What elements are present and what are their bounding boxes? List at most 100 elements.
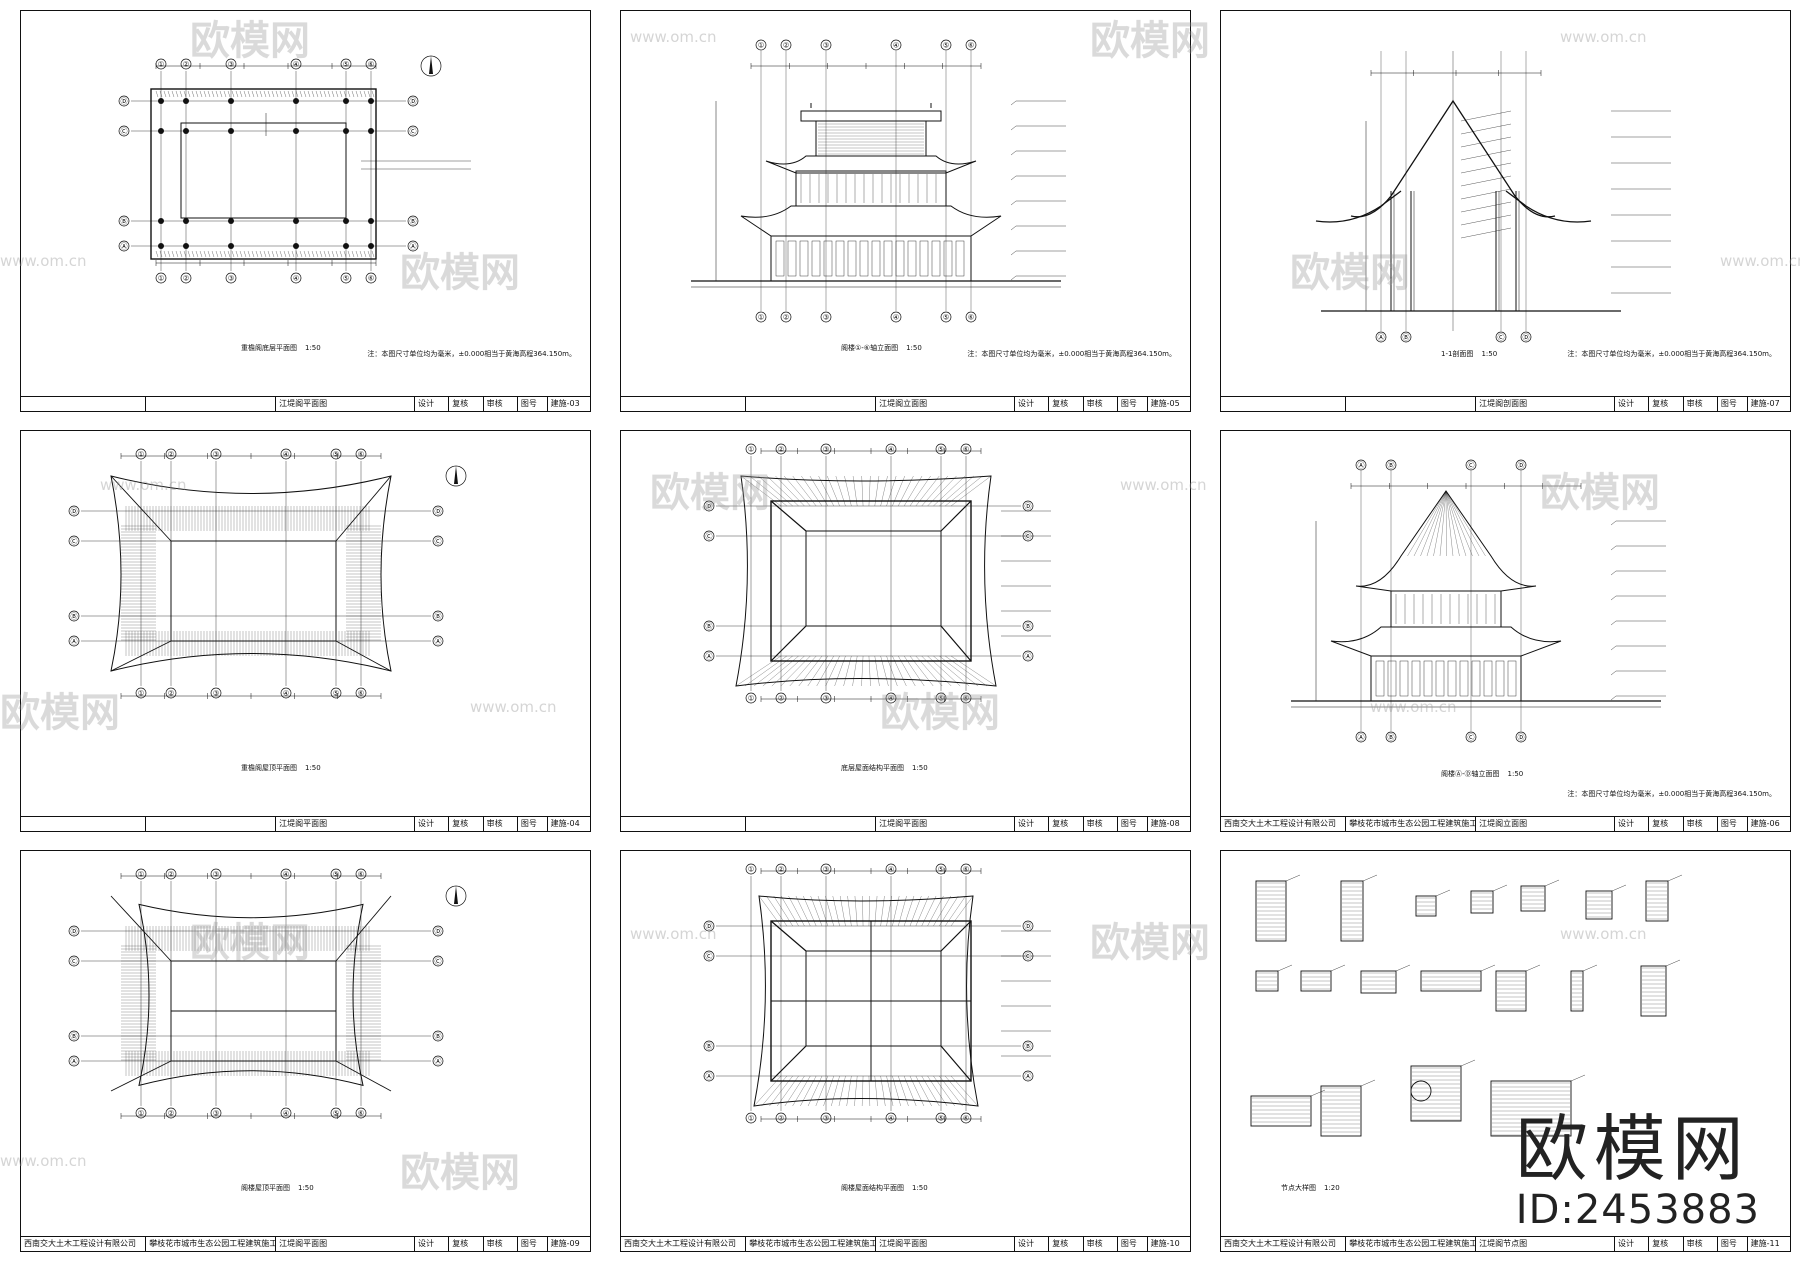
title-block-project — [1345, 397, 1475, 411]
svg-text:Ⓓ: Ⓓ — [121, 98, 128, 106]
svg-text:①: ① — [138, 451, 144, 459]
svg-text:Ⓑ: Ⓑ — [1388, 462, 1395, 470]
svg-text:Ⓓ: Ⓓ — [435, 508, 442, 516]
drawing-note: 注：本图尺寸单位均为毫米，±0.000相当于黄海高程364.150m。 — [367, 350, 576, 358]
svg-text:⑥: ⑥ — [358, 690, 364, 698]
svg-text:Ⓒ: Ⓒ — [1468, 734, 1475, 742]
title-block-sheet-no: 建施-05 — [1146, 397, 1190, 411]
title-block-review: 审核 — [482, 1237, 517, 1251]
svg-text:Ⓐ: Ⓐ — [71, 638, 78, 646]
svg-text:①: ① — [138, 690, 144, 698]
svg-text:Ⓐ: Ⓐ — [121, 243, 128, 251]
title-block-review: 审核 — [1082, 397, 1117, 411]
svg-text:Ⓓ: Ⓓ — [706, 923, 713, 931]
svg-text:⑤: ⑤ — [333, 1110, 339, 1118]
svg-text:Ⓑ: Ⓑ — [1388, 734, 1395, 742]
title-block-title: 江堤阁平面图 — [875, 817, 1014, 831]
title-block-design: 设计 — [1013, 397, 1048, 411]
caption-scale: 1:20 — [1324, 1184, 1340, 1192]
caption-title: 底层屋面结构平面图 — [841, 764, 904, 772]
svg-text:⑥: ⑥ — [368, 61, 374, 69]
caption-scale: 1:50 — [1481, 350, 1498, 358]
title-block-review: 审核 — [482, 397, 517, 411]
svg-text:④: ④ — [283, 871, 289, 879]
svg-text:①: ① — [758, 314, 764, 322]
title-block-check: 复核 — [1648, 397, 1682, 411]
caption-title: 节点大样图 — [1281, 1184, 1316, 1192]
svg-text:⑤: ⑤ — [343, 61, 349, 69]
svg-text:③: ③ — [823, 42, 829, 50]
title-block-review: 审核 — [1682, 817, 1717, 831]
title-block-sheet-no: 建施-09 — [546, 1237, 590, 1251]
svg-text:④: ④ — [283, 690, 289, 698]
title-block-project — [145, 397, 275, 411]
svg-text:Ⓑ: Ⓑ — [410, 218, 417, 226]
title-block: 江堤阁平面图设计复核审核图号建施-03 — [21, 396, 590, 411]
svg-text:Ⓓ: Ⓓ — [1025, 503, 1032, 511]
svg-text:Ⓑ: Ⓑ — [435, 613, 442, 621]
svg-text:Ⓒ: Ⓒ — [1025, 953, 1032, 961]
svg-text:Ⓐ: Ⓐ — [71, 1058, 78, 1066]
svg-text:④: ④ — [283, 451, 289, 459]
title-block-review: 审核 — [1082, 817, 1117, 831]
title-block-title: 江堤阁平面图 — [275, 1237, 414, 1251]
title-block-check: 复核 — [1048, 397, 1082, 411]
title-block-check: 复核 — [448, 1237, 482, 1251]
title-block-company — [621, 397, 745, 411]
title-block-sheet-no: 建施-08 — [1146, 817, 1190, 831]
svg-text:⑤: ⑤ — [938, 446, 944, 454]
svg-text:Ⓐ: Ⓐ — [410, 243, 417, 251]
title-block-check: 复核 — [448, 397, 482, 411]
brand-stamp: 欧模网 ID:2453883 — [1516, 1110, 1760, 1232]
title-block-sheet-no: 建施-10 — [1146, 1237, 1190, 1251]
svg-text:Ⓑ: Ⓑ — [1403, 334, 1410, 342]
svg-text:③: ③ — [823, 446, 829, 454]
title-block-project: 攀枝花市城市生态公园工程建筑施工图 — [145, 1237, 275, 1251]
svg-text:④: ④ — [888, 1115, 894, 1123]
brand-name: 欧模网 — [1515, 1107, 1750, 1191]
caption-title: 阁楼屋顶平面图 — [241, 1184, 290, 1192]
title-block-review: 审核 — [1682, 1237, 1717, 1251]
svg-text:④: ④ — [888, 695, 894, 703]
svg-text:Ⓐ: Ⓐ — [1378, 334, 1385, 342]
svg-text:②: ② — [778, 866, 784, 874]
title-block: 江堤阁剖面图设计复核审核图号建施-07 — [1221, 396, 1790, 411]
title-block-project — [745, 817, 875, 831]
title-block-design: 设计 — [1013, 1237, 1048, 1251]
title-block-title: 江堤阁剖面图 — [1475, 397, 1614, 411]
svg-text:Ⓒ: Ⓒ — [1498, 334, 1505, 342]
caption-scale: 1:50 — [305, 344, 321, 352]
svg-text:⑥: ⑥ — [358, 451, 364, 459]
svg-text:Ⓓ: Ⓓ — [1518, 462, 1525, 470]
title-block: 江堤阁立面图设计复核审核图号建施-05 — [621, 396, 1190, 411]
caption-title: 阁楼屋面结构平面图 — [841, 1184, 904, 1192]
svg-text:⑤: ⑤ — [343, 275, 349, 283]
svg-text:②: ② — [778, 695, 784, 703]
svg-text:③: ③ — [213, 451, 219, 459]
svg-text:④: ④ — [293, 61, 299, 69]
title-block: 西南交大土木工程设计有限公司攀枝花市城市生态公园工程建筑施工图江堤阁平面图设计复… — [21, 1236, 590, 1251]
svg-text:Ⓐ: Ⓐ — [706, 653, 713, 661]
svg-text:⑥: ⑥ — [963, 695, 969, 703]
svg-text:④: ④ — [293, 275, 299, 283]
title-block-review: 审核 — [482, 817, 517, 831]
svg-text:Ⓓ: Ⓓ — [1523, 334, 1530, 342]
title-block-project: 攀枝花市城市生态公园工程建筑施工图 — [1345, 817, 1475, 831]
svg-text:②: ② — [783, 42, 789, 50]
title-block-company: 西南交大土木工程设计有限公司 — [24, 1239, 136, 1248]
caption-title: 1-1剖面图 — [1441, 350, 1474, 358]
svg-text:③: ③ — [213, 871, 219, 879]
svg-text:Ⓓ: Ⓓ — [435, 928, 442, 936]
title-block-design: 设计 — [1013, 817, 1048, 831]
svg-text:②: ② — [168, 871, 174, 879]
title-block-drawing-no: 图号 — [516, 1237, 547, 1251]
title-block-title: 江堤阁平面图 — [275, 397, 414, 411]
title-block-project: 攀枝花市城市生态公园工程建筑施工图 — [1345, 1237, 1475, 1251]
svg-text:⑥: ⑥ — [968, 314, 974, 322]
